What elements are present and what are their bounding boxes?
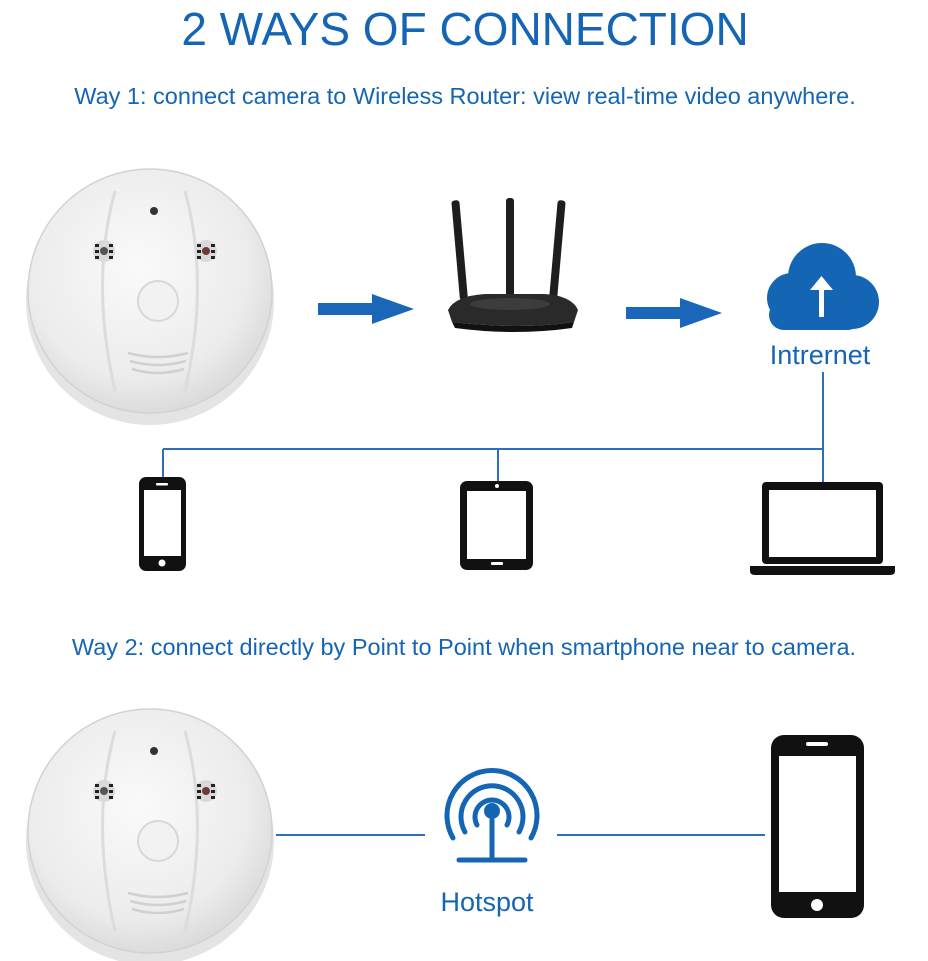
way1-caption: Way 1: connect camera to Wireless Router… [74,83,855,109]
smartphone-large-icon [771,735,864,918]
arrow-camera-to-router [318,294,414,324]
smoke-detector-camera-icon-way2 [24,707,276,961]
arrow-router-to-internet [626,298,722,328]
hotspot-icon [444,768,540,863]
internet-label: Intrernet [770,340,871,370]
cloud-upload-icon [767,243,879,330]
tablet-icon [460,481,533,570]
smoke-detector-camera-icon [24,167,276,427]
laptop-icon [750,482,895,575]
page-title: 2 WAYS OF CONNECTION [181,3,748,55]
network-lines [162,372,824,488]
smartphone-icon [139,477,186,571]
way2-caption: Way 2: connect directly by Point to Poin… [72,634,856,660]
hotspot-label: Hotspot [440,887,534,917]
router-icon [448,198,578,332]
